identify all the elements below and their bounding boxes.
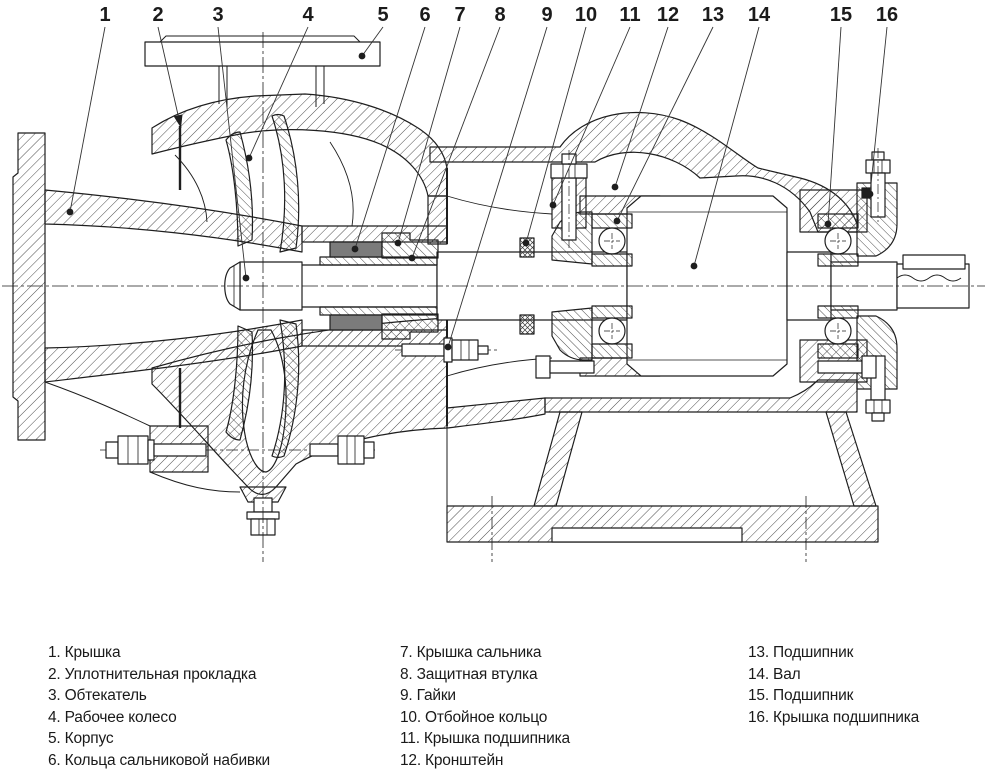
leader-dot-11	[549, 201, 557, 209]
leader-line-8	[411, 26, 501, 259]
legend-item: 8. Защитная втулка	[400, 665, 538, 683]
parts-legend: 1. Крышка 2. Уплотнительная прокладка 3. О…	[0, 642, 988, 778]
leader-line-4	[248, 26, 309, 159]
callout-number-14: 14	[748, 4, 771, 26]
leader-dot-12	[611, 183, 619, 191]
foot-bolt-left	[535, 355, 595, 379]
foot-bolt-right	[817, 355, 877, 379]
discharge-flange	[144, 35, 381, 107]
leader-dot-5	[358, 52, 366, 60]
leader-dot-1	[66, 208, 74, 216]
leader-dot-7	[394, 239, 402, 247]
leader-line-5	[361, 26, 384, 57]
callout-number-9: 9	[541, 4, 552, 26]
leader-arrow-2	[173, 114, 183, 128]
shaft-key	[902, 254, 966, 270]
leader-line-12	[614, 26, 669, 188]
legend-item: 11. Крышка подшипника	[400, 730, 570, 748]
leader-dot-10	[522, 239, 530, 247]
leader-line-1	[69, 26, 106, 213]
callout-number-8: 8	[494, 4, 505, 26]
pump-casing-dome	[151, 93, 448, 197]
base-recess	[551, 527, 743, 543]
legend-item: 6. Кольца сальниковой набивки	[48, 751, 270, 769]
legend-column-2: 7. Крышка сальника 8. Защитная втулка 9. Г…	[400, 642, 570, 772]
suction-cover-top-wall	[44, 189, 303, 253]
leader-line-3	[217, 26, 247, 279]
leader-dot-16	[866, 190, 874, 198]
legend-item: 10. Отбойное кольцо	[400, 708, 548, 726]
leader-dot-13	[613, 217, 621, 225]
callout-number-3: 3	[212, 4, 223, 26]
bracket-bottom-wall	[544, 379, 858, 413]
legend-item: 2. Уплотнительная прокладка	[48, 665, 257, 683]
bearing-left	[591, 213, 633, 359]
callout-number-16: 16	[876, 4, 898, 26]
leader-dot-6	[351, 245, 359, 253]
foot-right-wall	[825, 411, 877, 507]
bearing-right	[817, 213, 859, 359]
cover-studs-bottom	[100, 435, 375, 465]
leader-dot-15	[824, 220, 832, 228]
legend-item: 3. Обтекатель	[48, 687, 147, 705]
leader-line-11	[552, 26, 631, 206]
leader-line-16	[869, 26, 888, 195]
callout-number-12: 12	[657, 4, 679, 26]
legend-item: 1. Крышка	[48, 644, 121, 661]
callout-number-4: 4	[302, 4, 314, 26]
legend-column-3: 13. Подшипник 14. Вал 15. Подшипник 16. Кры…	[748, 642, 919, 728]
leader-line-10	[525, 26, 587, 244]
callout-number-2: 2	[152, 4, 163, 26]
leader-line-7	[397, 26, 461, 244]
callout-number-6: 6	[419, 4, 430, 26]
callout-number-15: 15	[830, 4, 852, 26]
callout-number-10: 10	[575, 4, 597, 26]
callout-number-7: 7	[454, 4, 465, 26]
leader-line-14	[693, 26, 760, 267]
leader-line-9	[447, 26, 548, 348]
callout-number-5: 5	[377, 4, 388, 26]
leader-line-15	[827, 26, 842, 225]
bracket-lower-ledge	[446, 397, 546, 429]
leader-dot-3	[242, 274, 250, 282]
foot-left-wall	[533, 411, 583, 507]
bearing-cap-bolt-right-top	[865, 148, 891, 222]
legend-item: 7. Крышка сальника	[400, 644, 542, 661]
leader-dot-4	[245, 154, 253, 162]
leader-line-2	[157, 26, 182, 129]
suction-flange	[12, 132, 46, 441]
legend-item: 15. Подшипник	[748, 687, 854, 705]
legend-item: 13. Подшипник	[748, 644, 854, 661]
leader-dot-14	[690, 262, 698, 270]
callout-number-11: 11	[619, 4, 640, 26]
leader-dot-9	[444, 343, 452, 351]
legend-column-1: 1. Крышка 2. Уплотнительная прокладка 3. О…	[48, 642, 270, 772]
legend-item: 12. Кронштейн	[400, 751, 504, 769]
legend-item: 9. Гайки	[400, 687, 456, 705]
callout-number-13: 13	[702, 4, 724, 26]
legend-item: 4. Рабочее колесо	[48, 708, 177, 726]
leader-line-6	[354, 26, 426, 250]
leader-line-13	[616, 26, 714, 222]
legend-item: 16. Крышка подшипника	[748, 708, 920, 726]
legend-item: 5. Корпус	[48, 730, 114, 748]
bearing-cap-bolt-left	[550, 150, 588, 248]
packing-rings-bottom	[329, 314, 383, 331]
gland-cover	[381, 232, 439, 340]
legend-item: 14. Вал	[748, 665, 801, 683]
leader-dot-8	[408, 254, 416, 262]
callout-number-1: 1	[99, 4, 110, 26]
